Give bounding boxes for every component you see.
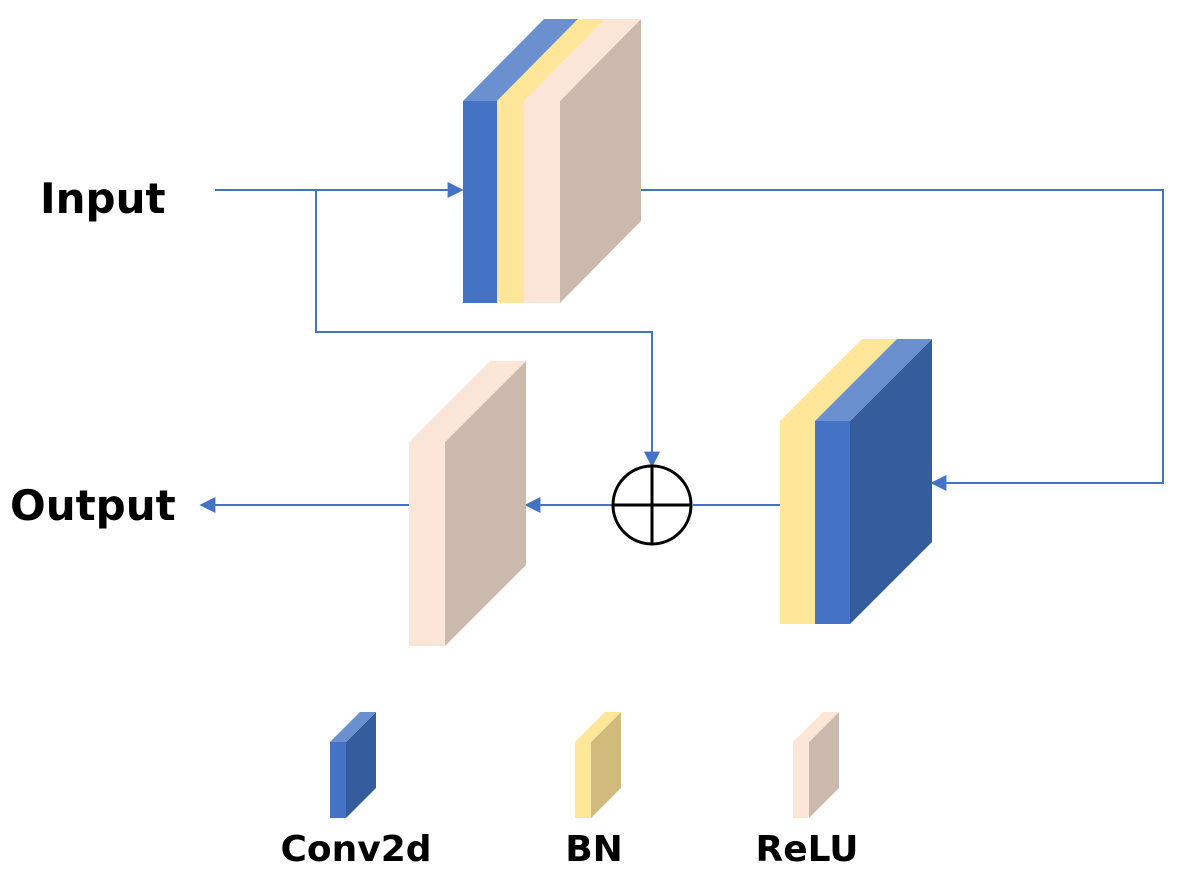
add-operator <box>611 464 693 546</box>
legend-conv-top <box>330 712 376 742</box>
block1-relu-top <box>524 19 641 101</box>
legend-relu-front <box>793 742 809 818</box>
legend-relu-label: ReLU <box>755 829 859 870</box>
block-conv-bn-relu <box>463 19 641 303</box>
block1-side-face <box>560 19 641 303</box>
block1-bn-layer <box>497 101 524 303</box>
block2-side-face <box>850 339 932 624</box>
legend-bn-top <box>575 712 621 742</box>
legend-bn-swatch <box>575 712 621 818</box>
output-label: Output <box>10 481 176 530</box>
legend-conv-swatch <box>330 712 376 818</box>
block3-side-face <box>445 361 526 646</box>
legend-conv-side <box>346 712 376 818</box>
legend-bn-front <box>575 742 591 818</box>
block1-conv-layer <box>463 101 497 303</box>
legend-conv-label: Conv2d <box>280 829 432 870</box>
block1-relu-layer <box>524 101 560 303</box>
block-relu <box>409 361 526 646</box>
legend-bn-side <box>591 712 621 818</box>
block3-relu-top <box>409 361 526 442</box>
legend-relu-top <box>793 712 839 742</box>
legend-conv-front <box>330 742 346 818</box>
block2-bn-top <box>780 339 897 421</box>
skip-connection <box>315 190 660 468</box>
connectors <box>199 182 1164 513</box>
block1-bn-top <box>497 19 605 101</box>
block-bn-conv <box>780 339 932 624</box>
legend-relu-swatch <box>793 712 839 818</box>
legend-bn-label: BN <box>565 829 623 870</box>
block2-bn-layer <box>780 421 815 624</box>
block3-relu-layer <box>409 442 445 646</box>
block1-conv-top <box>463 19 578 101</box>
block2-conv-layer <box>815 421 850 624</box>
main-path-connector <box>640 189 1164 491</box>
block2-conv-top <box>815 339 932 421</box>
legend-relu-side <box>809 712 839 818</box>
input-label: Input <box>40 174 166 223</box>
